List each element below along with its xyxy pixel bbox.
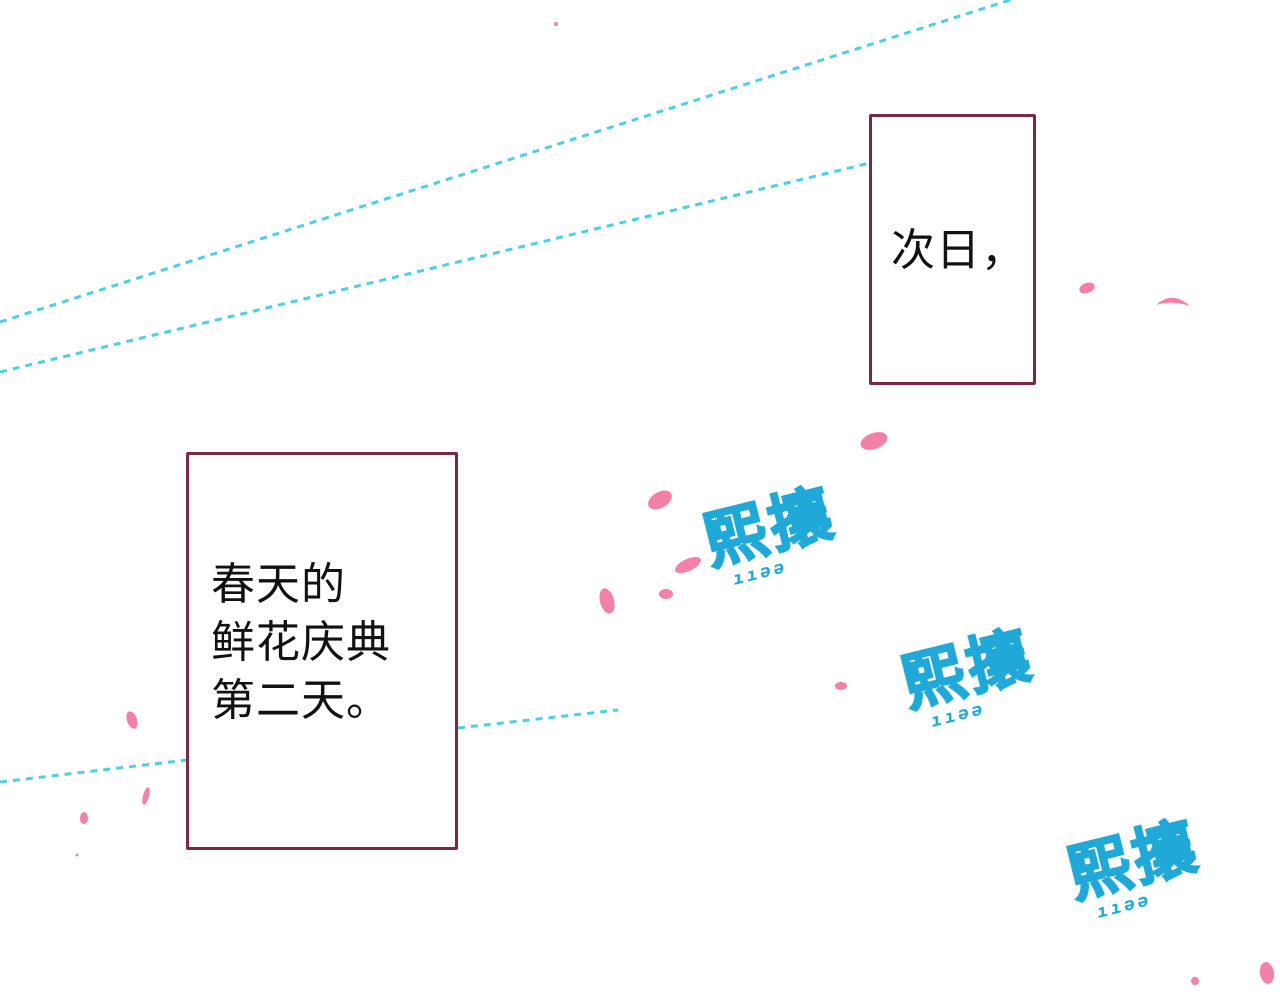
petal-icon <box>75 853 79 857</box>
petal-icon <box>835 682 847 690</box>
motion-line-2 <box>0 161 871 374</box>
caption-box-festival-day-two: 春天的 鲜花庆典 第二天。 <box>186 452 458 850</box>
petal-icon <box>675 556 701 574</box>
caption-text-next-day: 次日， <box>891 225 1026 276</box>
petal-icon <box>1191 977 1199 985</box>
motion-line-1 <box>0 0 1011 324</box>
petal-icon <box>126 711 138 729</box>
petal-icon <box>1079 282 1095 294</box>
petal-icon <box>1156 297 1190 306</box>
motion-line-3 <box>0 758 188 784</box>
petal-icon <box>80 812 88 824</box>
petal-icon <box>860 432 888 450</box>
petal-icon <box>648 490 672 510</box>
petal-icon <box>554 22 558 26</box>
petal-icon <box>1259 962 1275 984</box>
petal-icon <box>659 589 673 599</box>
motion-line-4 <box>457 708 619 730</box>
caption-box-next-day: 次日， <box>869 114 1036 385</box>
petal-icon <box>142 787 150 805</box>
petal-icon <box>599 588 615 614</box>
caption-text-festival-day-two: 春天的 鲜花庆典 第二天。 <box>211 559 391 726</box>
